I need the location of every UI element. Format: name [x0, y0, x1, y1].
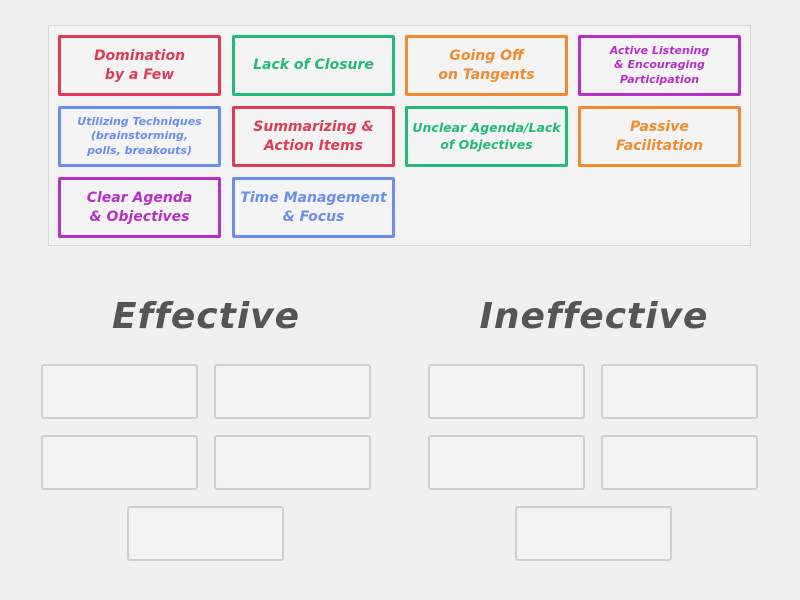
ineffective-drop-slot[interactable]	[601, 364, 758, 419]
ineffective-drop-slot[interactable]	[601, 435, 758, 490]
group-heading-ineffective: Ineffective	[479, 296, 709, 337]
card-tray: Domination by a Few Lack of Closure Goin…	[48, 25, 751, 246]
effective-drop-slot[interactable]	[214, 435, 371, 490]
card-utilizing-techniques[interactable]: Utilizing Techniques (brainstorming, pol…	[58, 106, 221, 167]
ineffective-drop-slot[interactable]	[428, 364, 585, 419]
card-going-off-on-tangents[interactable]: Going Off on Tangents	[405, 35, 568, 96]
ineffective-drop-slot[interactable]	[428, 435, 585, 490]
card-clear-agenda[interactable]: Clear Agenda & Objectives	[58, 177, 221, 238]
card-lack-of-closure[interactable]: Lack of Closure	[232, 35, 395, 96]
card-active-listening[interactable]: Active Listening & Encouraging Participa…	[578, 35, 741, 96]
card-summarizing-action-items[interactable]: Summarizing & Action Items	[232, 106, 395, 167]
group-heading-effective: Effective	[111, 296, 301, 337]
card-domination-by-a-few[interactable]: Domination by a Few	[58, 35, 221, 96]
card-time-management[interactable]: Time Management & Focus	[232, 177, 395, 238]
ineffective-drop-slot[interactable]	[515, 506, 672, 561]
effective-drop-slot[interactable]	[214, 364, 371, 419]
effective-drop-slot[interactable]	[41, 435, 198, 490]
card-passive-facilitation[interactable]: Passive Facilitation	[578, 106, 741, 167]
card-unclear-agenda[interactable]: Unclear Agenda/Lack of Objectives	[405, 106, 568, 167]
effective-drop-slot[interactable]	[41, 364, 198, 419]
effective-drop-slot[interactable]	[127, 506, 284, 561]
